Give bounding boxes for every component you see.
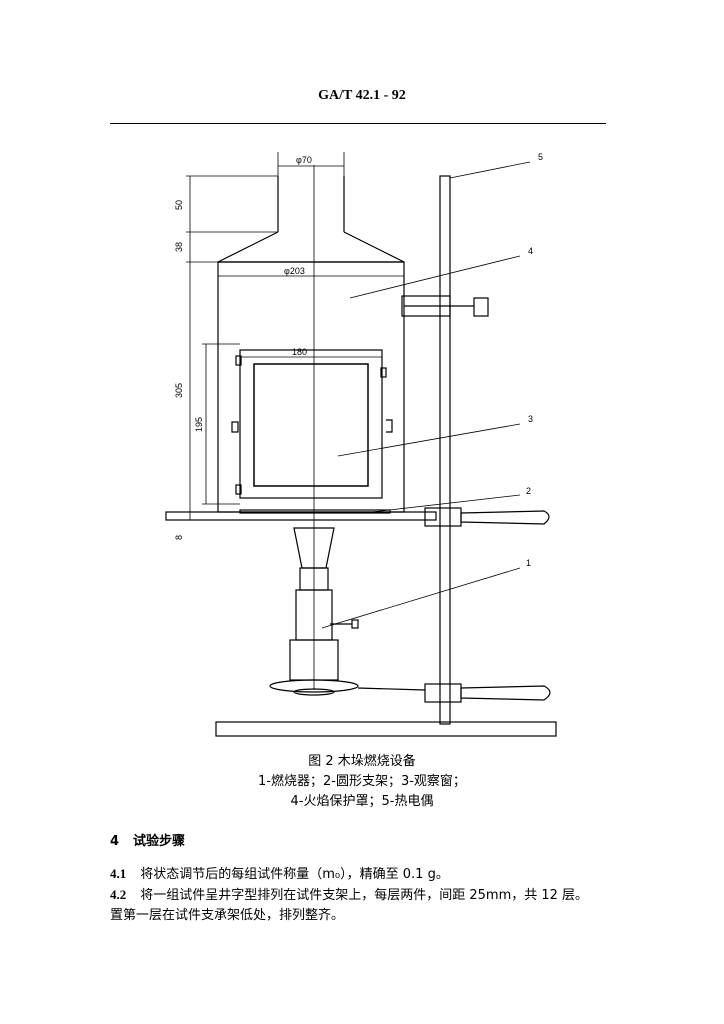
- upper-handle: [460, 510, 550, 525]
- flame-shield-body: [217, 261, 405, 513]
- section-title: 试验步骤: [133, 834, 186, 849]
- paragraph-4-1: 4.1 将状态调节后的每组试件称量（m₀），精确至 0.1 g。: [110, 863, 620, 885]
- section-heading: 4 试验步骤: [110, 830, 185, 849]
- callout-4: 4: [528, 246, 533, 256]
- observation-window-inner: [253, 363, 369, 487]
- hood-cone: [217, 231, 405, 263]
- header-rule: [110, 123, 606, 124]
- paragraph-4-2: 4.2 将一组试件呈井字型排列在试件支架上，每层两件，间距 25mm，共 12 层…: [110, 884, 620, 906]
- observation-window-outer: [239, 349, 383, 499]
- upper-clamp: [424, 507, 462, 527]
- figure-caption-legend-1: 1-燃烧器；2-圆形支架；3-观察窗；: [258, 774, 466, 789]
- callout-3: 3: [528, 414, 533, 424]
- dim-305: 305: [174, 383, 184, 398]
- figure-caption-title: 图 2 木垛燃烧设备: [308, 754, 416, 769]
- lower-clamp: [424, 683, 462, 703]
- specimen-support-plate: [165, 511, 437, 521]
- dim-8: 8: [174, 535, 184, 540]
- dim-d203: φ203: [284, 266, 305, 276]
- burner-ring: [269, 679, 359, 693]
- section-number: 4: [110, 834, 120, 849]
- paragraph-4-2-continued: 置第一层在试件支承架低处，排列整齐。: [110, 905, 620, 926]
- dim-50: 50: [174, 200, 184, 210]
- paragraph-text: 置第一层在试件支承架低处，排列整齐。: [110, 908, 345, 923]
- callout-5: 5: [538, 152, 543, 162]
- paragraph-text: 将状态调节后的每组试件称量（m₀），精确至 0.1 g。: [140, 867, 449, 882]
- dim-180: 180: [292, 347, 307, 357]
- dim-d70: φ70: [296, 155, 312, 165]
- callout-1: 1: [526, 558, 531, 568]
- figure-caption-legend-2: 4-火焰保护罩；5-热电偶: [290, 794, 434, 809]
- paragraph-text: 将一组试件呈井字型排列在试件支架上，每层两件，间距 25mm，共 12 层。: [140, 888, 589, 903]
- standard-header: GA/T 42.1 - 92: [318, 88, 406, 103]
- base-plate: [215, 721, 557, 737]
- paragraph-number: 4.2: [110, 887, 127, 902]
- callout-2: 2: [526, 486, 531, 496]
- apparatus-diagram: φ70 φ203 180 50 38 305 195 8 5 4 3 2 1: [165, 152, 557, 737]
- paragraph-number: 4.1: [110, 866, 127, 881]
- dim-38: 38: [174, 242, 184, 252]
- lower-handle: [460, 685, 551, 701]
- dim-195: 195: [194, 417, 204, 432]
- support-rod: [439, 175, 451, 725]
- chimney: [277, 176, 345, 232]
